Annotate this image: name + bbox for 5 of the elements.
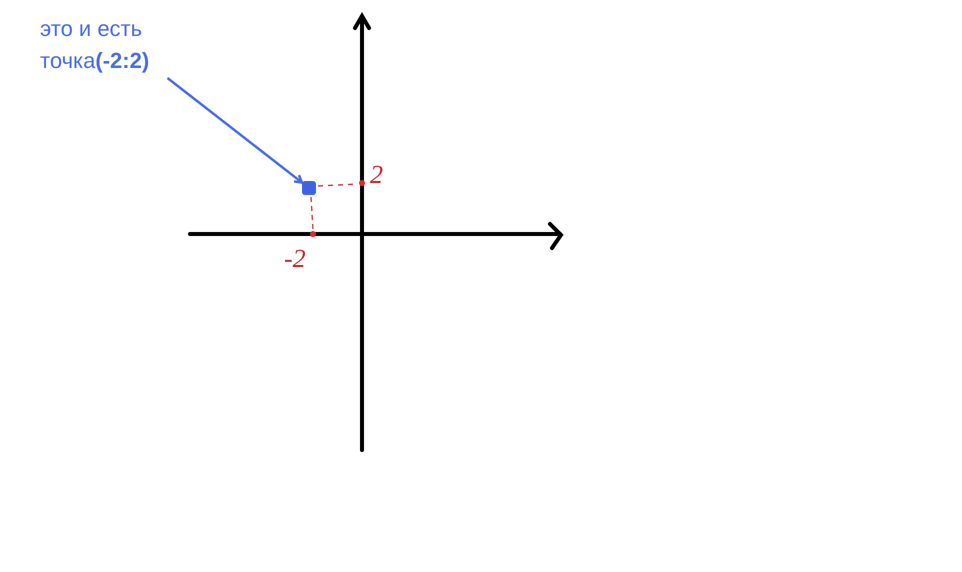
axis-value-label: -2 bbox=[284, 246, 306, 272]
point-marker bbox=[302, 181, 316, 195]
arrow bbox=[166, 77, 304, 184]
annotation-text: это и есть точка(-2:2) bbox=[40, 15, 150, 75]
axis-value-label: 2 bbox=[370, 162, 383, 188]
